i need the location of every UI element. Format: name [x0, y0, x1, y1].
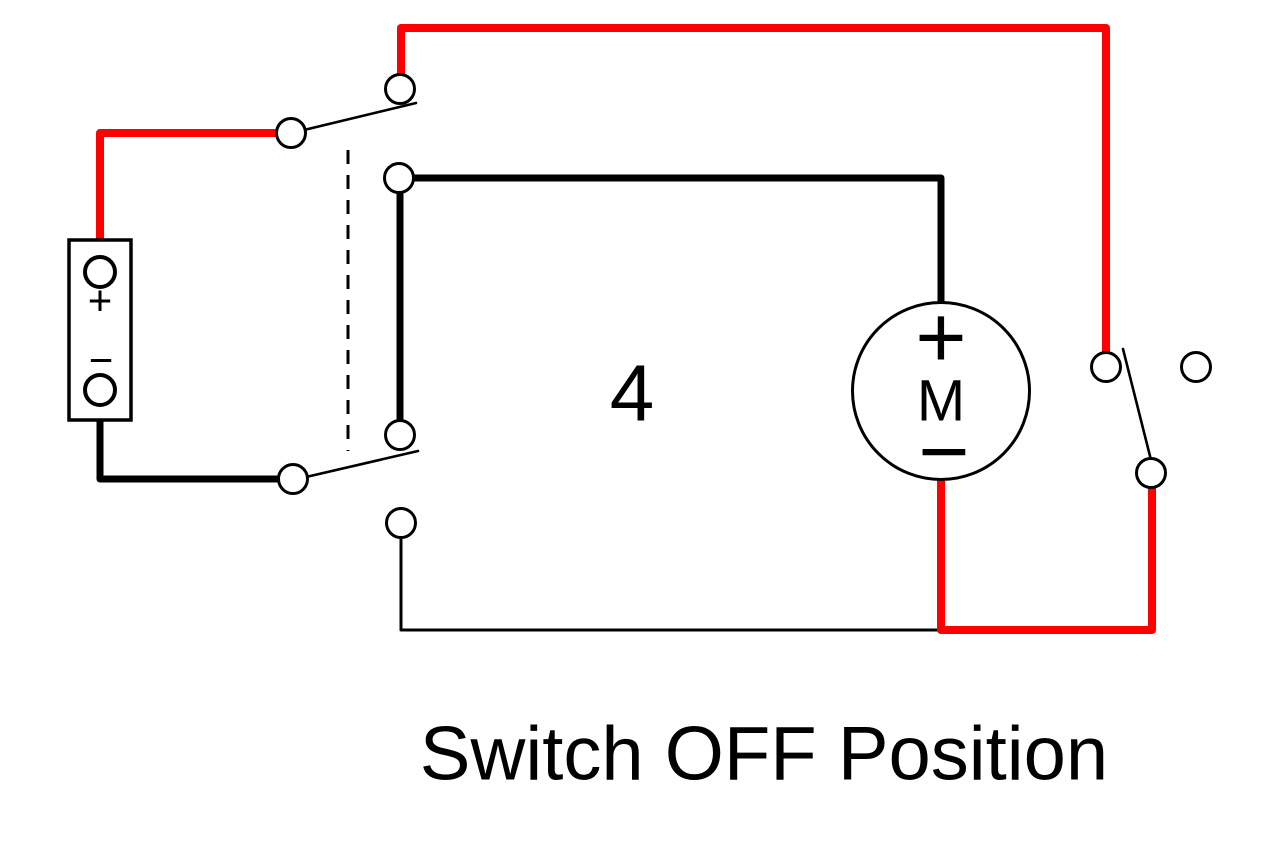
right-switch-lever: [1121, 347, 1153, 462]
motor-plus-label: +: [915, 288, 966, 387]
diagram-title: Switch OFF Position: [420, 712, 1108, 797]
switch-pole2-lever: [304, 449, 420, 479]
switch-pole1-top-terminal: [384, 73, 416, 105]
switch-pole1-common-terminal: [275, 117, 307, 149]
wire-switch-to-motor-positive: [412, 174, 945, 303]
right-switch-spare-terminal: [1180, 351, 1212, 383]
switch-pole2-contact-terminal: [384, 419, 416, 451]
battery-positive-terminal: [83, 255, 117, 289]
battery-plus-label: +: [88, 277, 113, 324]
right-switch-top-terminal: [1090, 351, 1122, 383]
battery-minus-label: −: [89, 337, 114, 384]
wire-top-positive-run: [397, 24, 1110, 353]
motor-letter-label: M: [917, 369, 965, 434]
switch-pole2-lower-terminal: [385, 507, 417, 539]
battery-negative-terminal: [83, 373, 117, 407]
wire-motor-to-right-switch: [937, 478, 1156, 634]
wire-battery-positive-to-switch: [96, 129, 277, 258]
switch-pole2-common-terminal: [277, 463, 309, 495]
motor-body: [851, 301, 1031, 481]
switch-pole2-upper-terminal: [383, 162, 415, 194]
motor-minus-label: −: [918, 402, 969, 501]
switch-pole1-lever: [302, 101, 418, 132]
wire-battery-negative-to-switch: [96, 402, 279, 483]
figure-number-label: 4: [610, 349, 655, 438]
wire-bottom-return: [399, 537, 941, 632]
right-switch-bottom-terminal: [1135, 457, 1167, 489]
